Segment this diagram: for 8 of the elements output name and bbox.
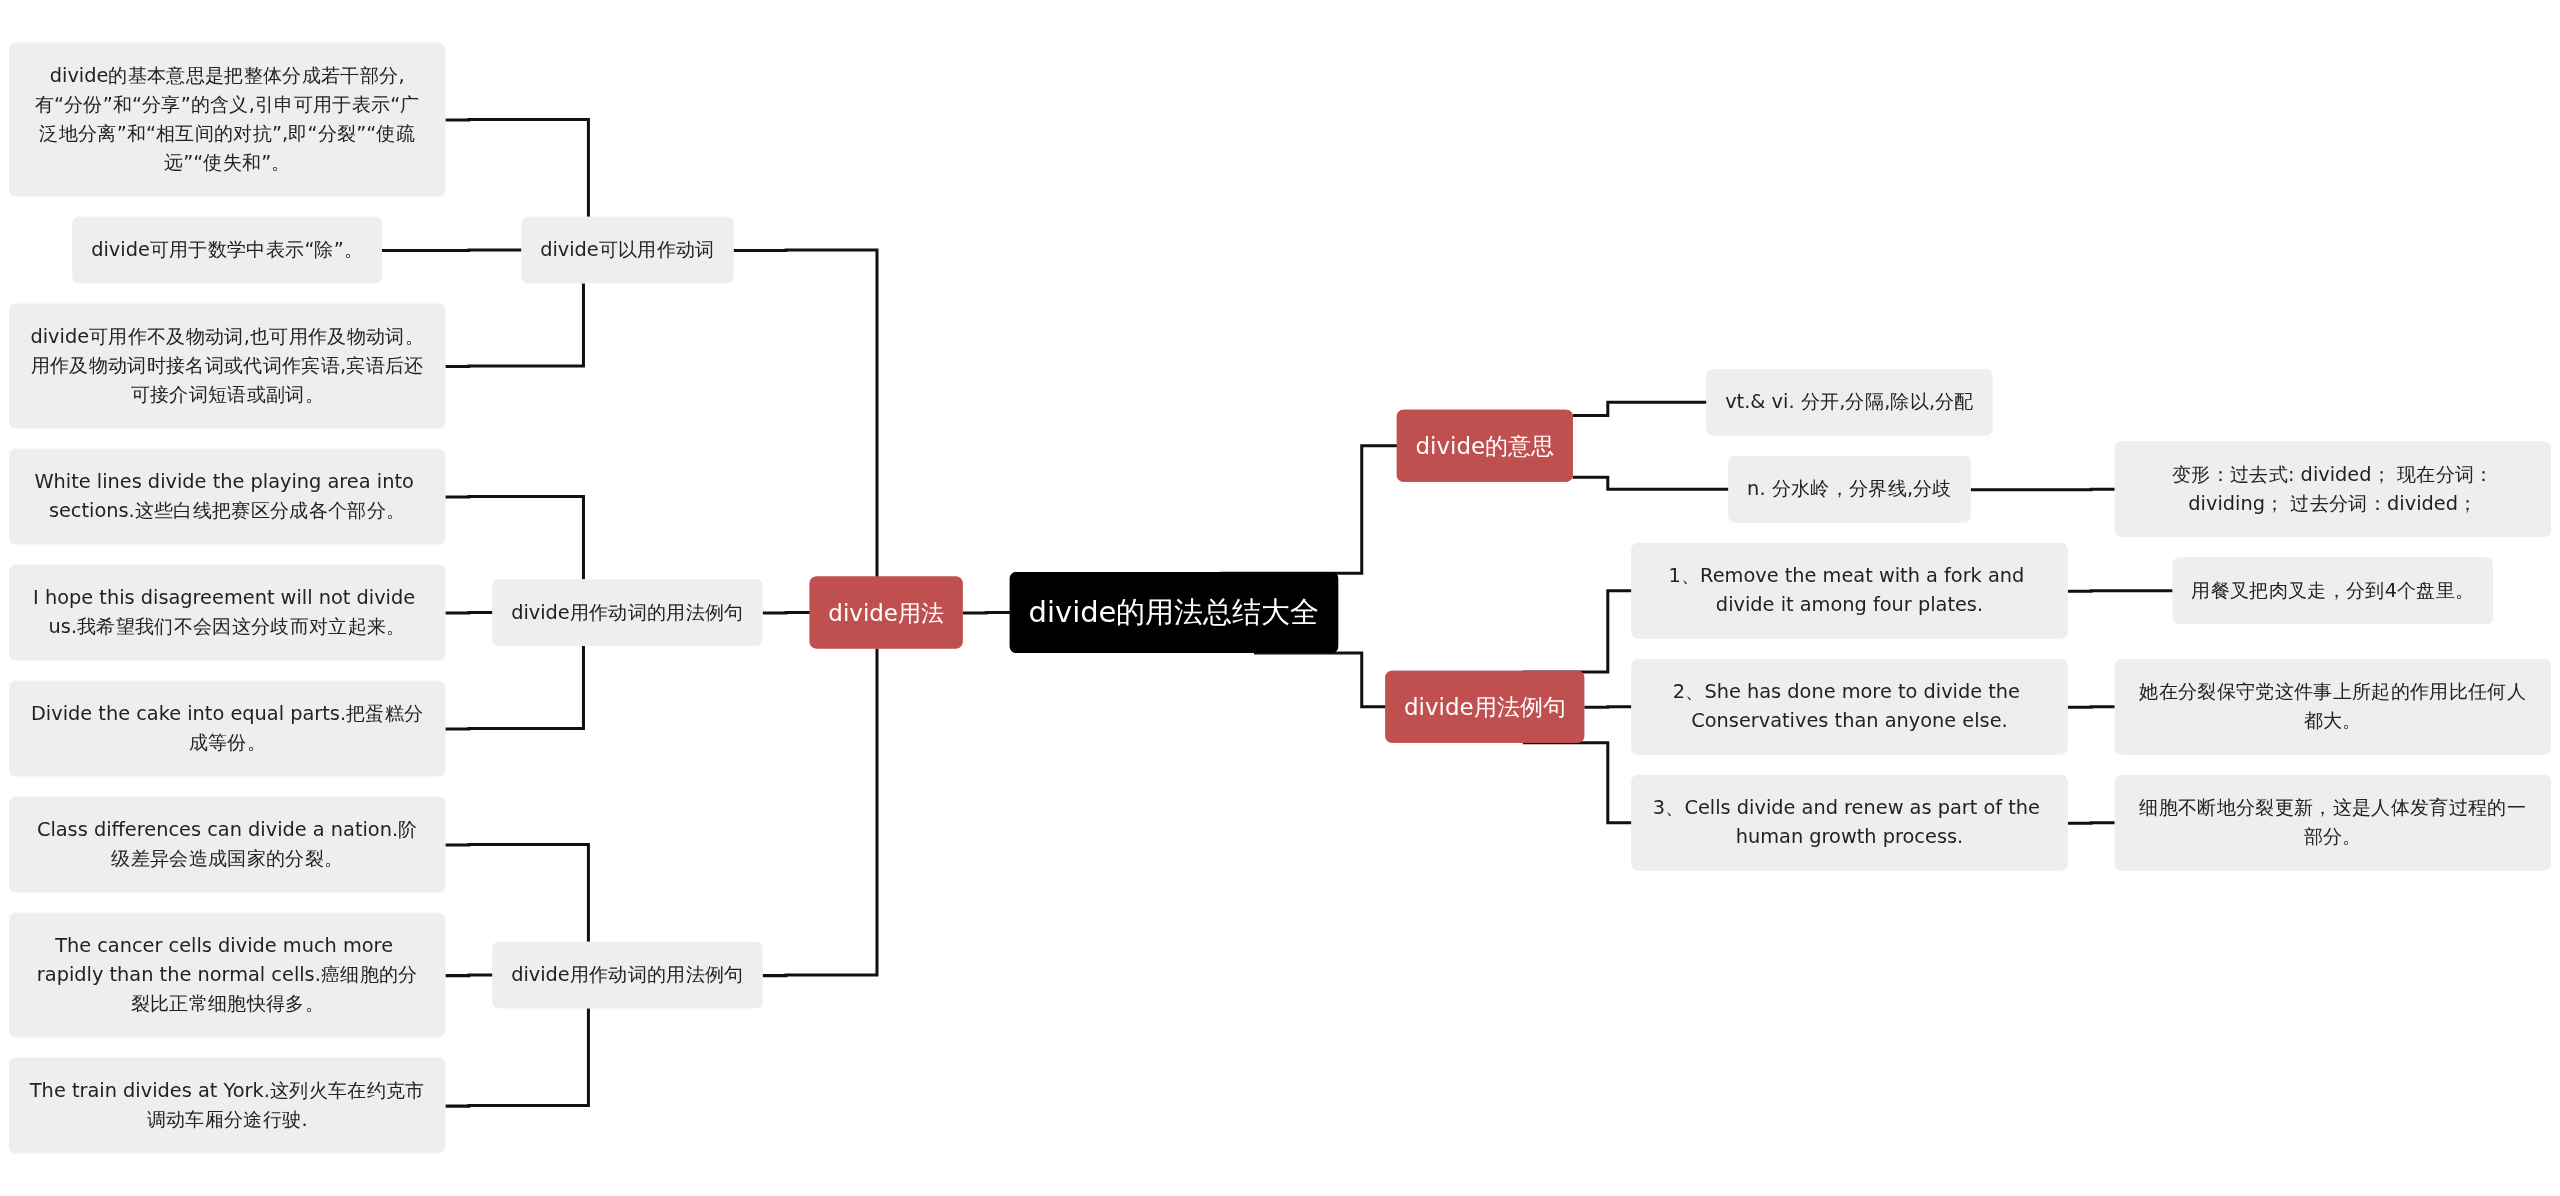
connector [445,283,585,369]
connector [445,1008,590,1108]
connector [733,248,879,578]
connector [445,117,590,218]
connector [762,648,879,978]
connector [445,495,585,581]
connector [445,843,590,943]
connector [445,645,585,731]
